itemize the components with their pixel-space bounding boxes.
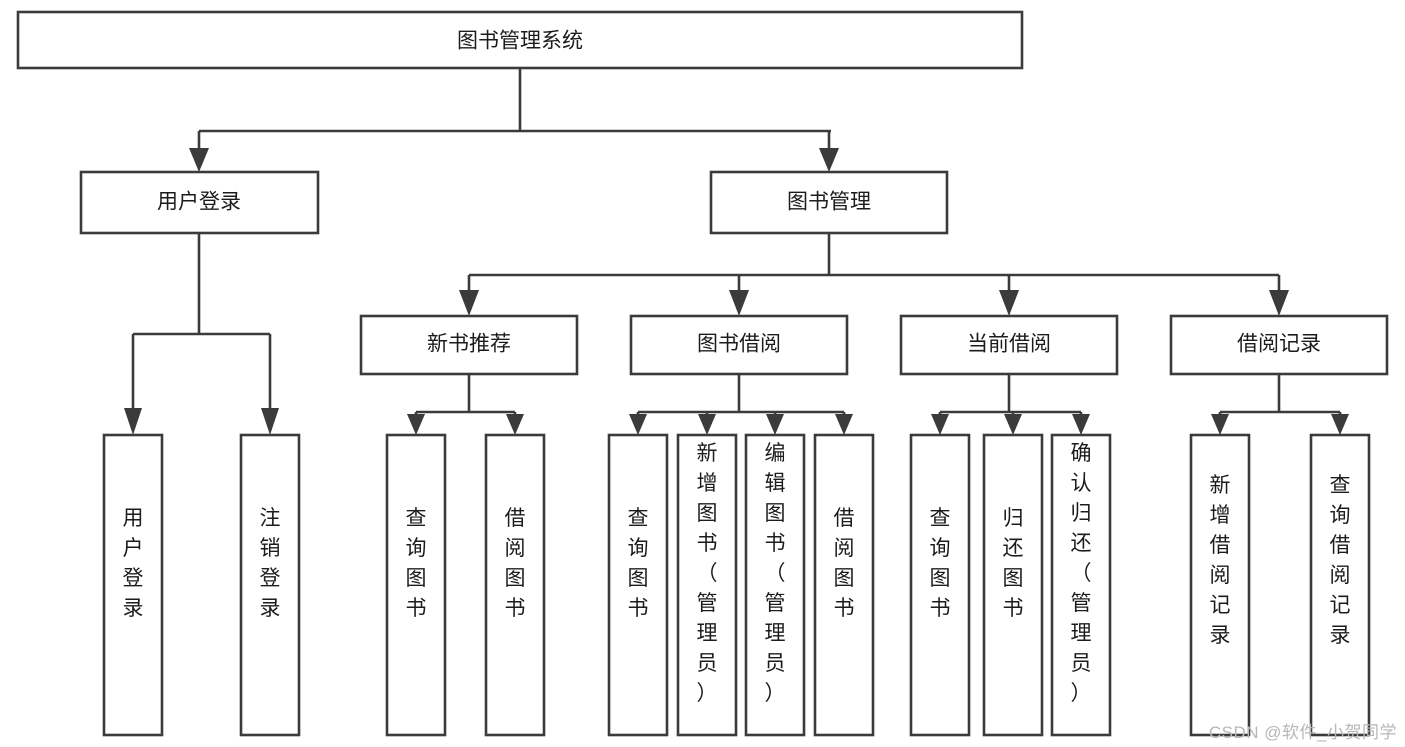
arrow-root-to-user-login bbox=[189, 148, 209, 172]
leaf-query-book-3-box[interactable] bbox=[909, 433, 971, 737]
arrow-to-leaf-borrow-book-2 bbox=[835, 414, 853, 435]
leaf-user-login-label: 用户登录 bbox=[123, 507, 144, 620]
user-login-label: 用户登录 bbox=[157, 191, 241, 214]
arrow-to-leaf-query-book-3 bbox=[931, 414, 949, 435]
arrow-to-new-book-recommend bbox=[459, 290, 479, 316]
leaf-query-book-1-box[interactable] bbox=[385, 433, 447, 737]
node-leaf-query-record[interactable]: 查询借阅记录 bbox=[1309, 433, 1371, 737]
leaf-add-book-box[interactable] bbox=[676, 433, 738, 737]
leaf-confirm-return-box[interactable] bbox=[1050, 433, 1112, 737]
arrow-to-leaf-confirm-return bbox=[1072, 414, 1090, 435]
leaf-borrow-book-1-label: 借阅图书 bbox=[505, 507, 526, 620]
user-login-box[interactable] bbox=[79, 170, 320, 235]
arrow-to-book-borrow bbox=[729, 290, 749, 316]
leaf-query-book-2-box[interactable] bbox=[607, 433, 669, 737]
arrow-to-leaf-query-book-1 bbox=[407, 414, 425, 435]
root-label: 图书管理系统 bbox=[457, 30, 583, 53]
node-leaf-borrow-book-1[interactable]: 借阅图书 bbox=[484, 433, 546, 737]
node-root-system[interactable]: 图书管理系统 bbox=[16, 10, 1024, 70]
node-user-login[interactable]: 用户登录 bbox=[79, 170, 320, 235]
arrow-to-leaf-add-record bbox=[1211, 414, 1229, 435]
leaf-logout-box[interactable] bbox=[239, 433, 301, 737]
borrow-record-label: 借阅记录 bbox=[1237, 333, 1321, 356]
node-current-borrow[interactable]: 当前借阅 bbox=[899, 314, 1119, 376]
connector-layer bbox=[124, 68, 1349, 435]
book-borrow-label: 图书借阅 bbox=[697, 333, 781, 356]
leaf-confirm-return-label: 确认归还（管理员） bbox=[1071, 442, 1092, 705]
arrow-to-leaf-query-record bbox=[1331, 414, 1349, 435]
leaf-borrow-book-1-box[interactable] bbox=[484, 433, 546, 737]
arrow-to-leaf-user-login bbox=[124, 408, 142, 435]
leaf-borrow-book-2-label: 借阅图书 bbox=[834, 507, 855, 620]
arrow-to-leaf-logout bbox=[261, 408, 279, 435]
new-book-recommend-label: 新书推荐 bbox=[427, 333, 511, 356]
node-book-manage[interactable]: 图书管理 bbox=[709, 170, 949, 235]
node-leaf-add-record[interactable]: 新增借阅记录 bbox=[1189, 433, 1251, 737]
node-leaf-query-book-1[interactable]: 查询图书 bbox=[385, 433, 447, 737]
leaf-query-book-1-label: 查询图书 bbox=[406, 507, 427, 620]
node-book-borrow[interactable]: 图书借阅 bbox=[629, 314, 849, 376]
arrow-to-leaf-add-book bbox=[698, 414, 716, 435]
arrow-to-leaf-return-book bbox=[1004, 414, 1022, 435]
node-leaf-confirm-return[interactable]: 确认归还（管理员） bbox=[1050, 433, 1112, 737]
node-leaf-query-book-3[interactable]: 查询图书 bbox=[909, 433, 971, 737]
node-new-book-recommend[interactable]: 新书推荐 bbox=[359, 314, 579, 376]
node-leaf-return-book[interactable]: 归还图书 bbox=[982, 433, 1044, 737]
node-leaf-edit-book[interactable]: 编辑图书（管理员） bbox=[744, 433, 806, 737]
leaf-query-record-label: 查询借阅记录 bbox=[1330, 474, 1351, 647]
leaf-add-record-box[interactable] bbox=[1189, 433, 1251, 737]
node-leaf-query-book-2[interactable]: 查询图书 bbox=[607, 433, 669, 737]
leaf-edit-book-label: 编辑图书（管理员） bbox=[765, 442, 786, 705]
leaf-borrow-book-2-box[interactable] bbox=[813, 433, 875, 737]
arrow-to-leaf-query-book-2 bbox=[629, 414, 647, 435]
arrow-root-to-book-manage bbox=[819, 148, 839, 172]
new-book-recommend-box[interactable] bbox=[359, 314, 579, 376]
node-borrow-record[interactable]: 借阅记录 bbox=[1169, 314, 1389, 376]
node-leaf-user-login[interactable]: 用户登录 bbox=[102, 433, 164, 737]
node-leaf-add-book[interactable]: 新增图书（管理员） bbox=[676, 433, 738, 737]
leaf-edit-book-box[interactable] bbox=[744, 433, 806, 737]
leaf-return-book-label: 归还图书 bbox=[1003, 507, 1024, 620]
book-manage-label: 图书管理 bbox=[787, 191, 871, 214]
leaf-return-book-box[interactable] bbox=[982, 433, 1044, 737]
arrow-to-current-borrow bbox=[999, 290, 1019, 316]
leaf-add-record-label: 新增借阅记录 bbox=[1210, 474, 1231, 647]
leaf-logout-label: 注销登录 bbox=[260, 507, 281, 620]
book-manage-box[interactable] bbox=[709, 170, 949, 235]
leaf-query-book-2-label: 查询图书 bbox=[628, 507, 649, 620]
leaf-add-book-label: 新增图书（管理员） bbox=[697, 442, 718, 705]
leaf-query-record-box[interactable] bbox=[1309, 433, 1371, 737]
node-leaf-borrow-book-2[interactable]: 借阅图书 bbox=[813, 433, 875, 737]
current-borrow-label: 当前借阅 bbox=[967, 333, 1051, 356]
borrow-record-box[interactable] bbox=[1169, 314, 1389, 376]
arrow-to-borrow-record bbox=[1269, 290, 1289, 316]
current-borrow-box[interactable] bbox=[899, 314, 1119, 376]
node-leaf-logout[interactable]: 注销登录 bbox=[239, 433, 301, 737]
arrow-to-leaf-borrow-book-1 bbox=[506, 414, 524, 435]
book-borrow-box[interactable] bbox=[629, 314, 849, 376]
arrow-to-leaf-edit-book bbox=[766, 414, 784, 435]
leaf-user-login-box[interactable] bbox=[102, 433, 164, 737]
root-box[interactable] bbox=[16, 10, 1024, 70]
leaf-query-book-3-label: 查询图书 bbox=[930, 507, 951, 620]
csdn-watermark: CSDN @软件_小贺同学 bbox=[1208, 723, 1397, 742]
